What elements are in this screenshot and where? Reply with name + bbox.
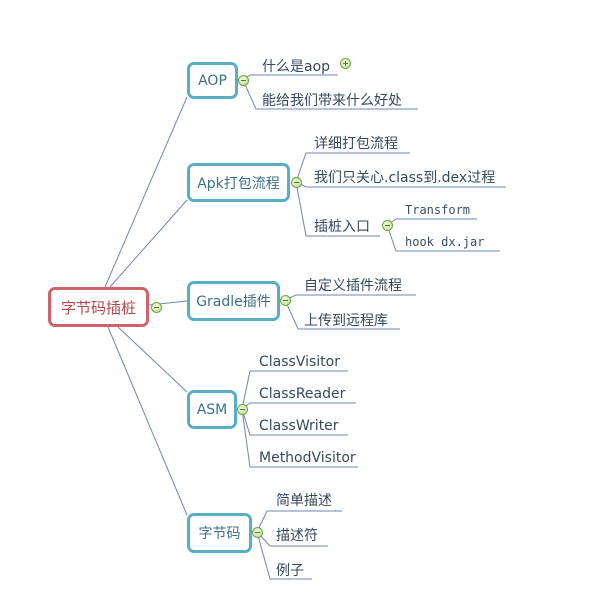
leaf-connector <box>241 402 356 410</box>
leaf-node[interactable]: hook dx.jar <box>405 235 485 249</box>
node-label: 字节码插桩 <box>60 298 136 317</box>
node-label: Apk打包流程 <box>197 175 280 192</box>
leaf-connector <box>241 408 358 468</box>
collapse-icon[interactable] <box>290 176 302 188</box>
branch-node-4[interactable]: 字节码 <box>187 513 252 553</box>
node-label: Gradle插件 <box>196 294 271 310</box>
collapse-icon[interactable] <box>237 74 249 86</box>
leaf-connector <box>256 531 312 580</box>
leaf-node[interactable]: 插桩入口 <box>314 219 370 235</box>
branch-connector <box>104 96 188 288</box>
leaf-node[interactable]: 上传到远程库 <box>304 313 388 329</box>
leaf-connector <box>284 299 400 330</box>
leaf-node[interactable]: MethodVisitor <box>259 450 356 466</box>
leaf-connector <box>284 294 416 301</box>
branch-connector <box>117 326 188 393</box>
leaf-node[interactable]: ClassVisitor <box>259 354 340 370</box>
node-label: AOP <box>198 72 227 89</box>
branch-connector <box>109 199 188 288</box>
leaf-connector <box>241 370 348 410</box>
leaf-node[interactable]: 什么是aop <box>262 59 331 75</box>
leaf-connector <box>256 531 328 547</box>
collapse-icon[interactable] <box>150 301 162 313</box>
branch-node-2[interactable]: Gradle插件 <box>187 281 280 321</box>
branch-node-3[interactable]: ASM <box>187 390 237 429</box>
branch-connector <box>107 326 188 516</box>
leaf-connector <box>241 408 348 436</box>
leaf-connector <box>386 224 500 252</box>
node-label: ASM <box>196 401 228 418</box>
leaf-node[interactable]: 自定义插件流程 <box>304 278 402 294</box>
branch-node-1[interactable]: Apk打包流程 <box>187 163 290 202</box>
leaf-node[interactable]: ClassWriter <box>259 418 339 434</box>
leaf-node[interactable]: 我们只关心.class到.dex过程 <box>314 170 496 186</box>
leaf-connector <box>256 510 342 533</box>
leaf-node[interactable]: Transform <box>405 203 471 217</box>
root-node[interactable]: 字节码插桩 <box>48 287 149 327</box>
leaf-node[interactable]: ClassReader <box>259 386 346 402</box>
leaf-node[interactable]: 能给我们带来什么好处 <box>262 93 402 109</box>
leaf-connector <box>386 218 477 226</box>
leaf-node[interactable]: 描述符 <box>276 528 318 544</box>
leaf-connector <box>295 152 410 183</box>
leaf-node[interactable]: 详细打包流程 <box>314 136 398 152</box>
collapse-icon[interactable] <box>251 526 263 538</box>
collapse-icon[interactable] <box>279 294 291 306</box>
node-label: 字节码 <box>198 526 241 542</box>
leaf-connector <box>242 79 418 110</box>
collapse-icon[interactable] <box>236 403 248 415</box>
expand-icon[interactable] <box>339 57 351 69</box>
leaf-node[interactable]: 例子 <box>276 563 304 579</box>
leaf-node[interactable]: 简单描述 <box>276 493 332 509</box>
branch-node-0[interactable]: AOP <box>187 62 238 99</box>
leaf-connector <box>295 181 380 237</box>
collapse-icon[interactable] <box>381 219 393 231</box>
